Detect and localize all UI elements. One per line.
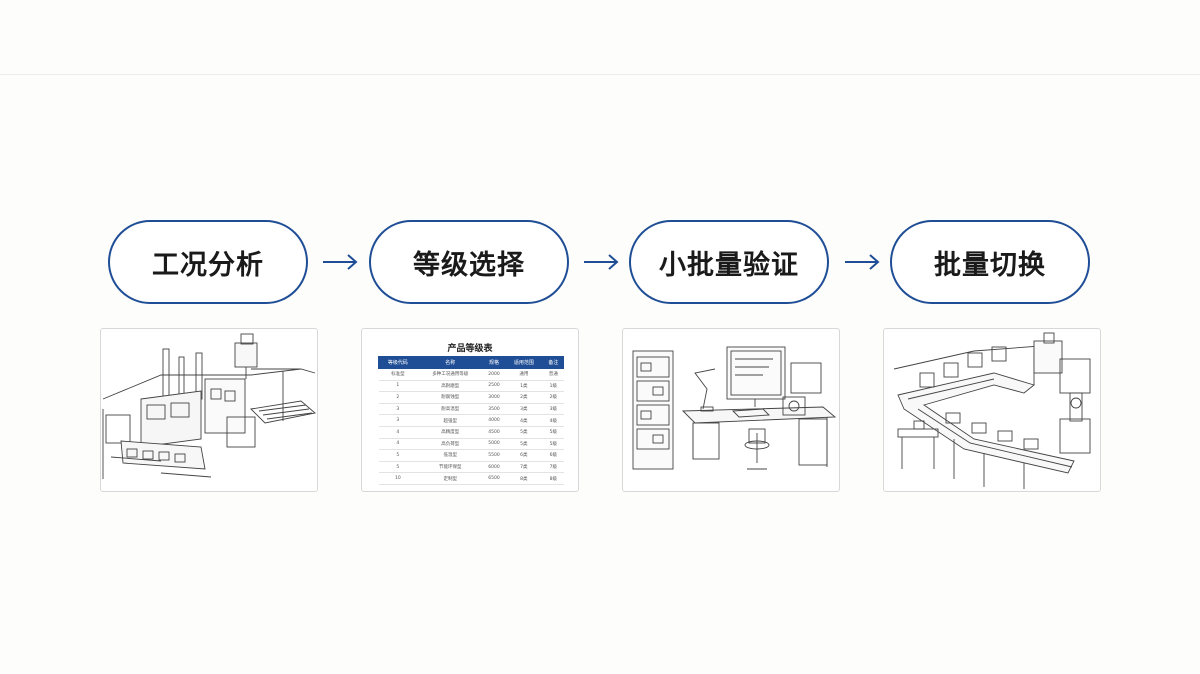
- production-line-illustration: [893, 332, 1091, 489]
- arrow-right-icon: [584, 254, 619, 270]
- table-header-cell: 备注: [542, 356, 565, 369]
- factory-illustration: [102, 333, 316, 479]
- table-cell: 8级: [543, 472, 564, 485]
- table-cell: 耐腐蚀型: [417, 391, 484, 404]
- table-cell: 4: [378, 426, 418, 439]
- table-cell: 普通: [543, 368, 564, 381]
- table-cell: 3类: [504, 403, 544, 416]
- table-cell: 5: [378, 461, 418, 474]
- table-cell: 定制型: [417, 472, 484, 485]
- table-header-cell: 适用范围: [504, 356, 544, 369]
- table-header-row: 等级代码 名称 规格 适用范围 备注: [378, 356, 565, 369]
- table-cell: 4类: [504, 414, 544, 427]
- step-label: 批量切换: [934, 249, 1046, 281]
- table-cell: 4: [378, 438, 418, 451]
- table-cell: 5: [378, 449, 418, 462]
- table-cell: 高耐磨型: [417, 380, 484, 393]
- table-cell: 5类: [504, 426, 544, 439]
- step-label: 小批量验证: [659, 249, 799, 281]
- step-label: 工况分析: [152, 249, 264, 281]
- step-grade-selection[interactable]: 等级选择: [369, 220, 569, 304]
- step-condition-analysis[interactable]: 工况分析: [108, 220, 308, 304]
- table-cell: 2类: [504, 391, 544, 404]
- table-cell: 6类: [504, 449, 544, 462]
- header-divider: [0, 74, 1200, 75]
- table-cell: 高负荷型: [417, 438, 484, 451]
- table-cell: 5类: [504, 438, 544, 451]
- arrow-right-icon: [323, 254, 358, 270]
- table-cell: 5500: [483, 449, 505, 462]
- step-batch-switch[interactable]: 批量切换: [890, 220, 1090, 304]
- table-cell: 7级: [543, 461, 564, 474]
- table-cell: 低温型: [417, 449, 484, 462]
- table-cell: 5级: [543, 426, 564, 439]
- table-cell: 通用: [504, 368, 544, 381]
- table-cell: 6级: [543, 449, 564, 462]
- table-cell: 标准型: [378, 368, 418, 381]
- table-cell: 3500: [483, 403, 505, 416]
- table-cell: 1类: [504, 380, 544, 393]
- table-cell: 4500: [483, 426, 505, 439]
- table-cell: 10: [378, 472, 418, 485]
- table-cell: 5000: [483, 438, 505, 451]
- table-cell: 1级: [543, 380, 564, 393]
- table-cell: 3级: [543, 403, 564, 416]
- table-cell: 6500: [483, 472, 505, 485]
- step-small-batch-validation[interactable]: 小批量验证: [629, 220, 829, 304]
- table-cell: 高精度型: [417, 426, 484, 439]
- table-cell: 2: [378, 391, 418, 404]
- table-cell: 1: [378, 380, 418, 393]
- table-cell: 3: [378, 403, 418, 416]
- table-cell: 4000: [483, 414, 505, 427]
- table-cell: 2500: [483, 380, 505, 393]
- lab-workstation-illustration-card: [622, 328, 840, 492]
- table-cell: 3000: [483, 391, 505, 404]
- table-cell: 2级: [543, 391, 564, 404]
- table-cell: 6000: [483, 461, 505, 474]
- table-cell: 7类: [504, 461, 544, 474]
- table-cell: 超强型: [417, 414, 484, 427]
- lab-workstation-illustration: [632, 346, 837, 470]
- table-cell: 8类: [504, 472, 544, 485]
- table-cell: 耐高温型: [417, 403, 484, 416]
- table-header-cell: 名称: [416, 356, 484, 369]
- table-header-cell: 规格: [482, 356, 506, 369]
- table-header-cell: 等级代码: [378, 356, 418, 369]
- table-cell: 5级: [543, 438, 564, 451]
- table-cell: 节能环保型: [417, 461, 484, 474]
- table-cell: 多种工况通用等级: [417, 368, 484, 381]
- table-cell: 2000: [483, 368, 505, 381]
- factory-illustration-card: [100, 328, 318, 492]
- table-cell: 3: [378, 414, 418, 427]
- grade-table-title: 产品等级表: [447, 344, 493, 354]
- arrow-right-icon: [845, 254, 880, 270]
- production-line-illustration-card: [883, 328, 1101, 492]
- step-label: 等级选择: [413, 249, 525, 281]
- table-cell: 4级: [543, 414, 564, 427]
